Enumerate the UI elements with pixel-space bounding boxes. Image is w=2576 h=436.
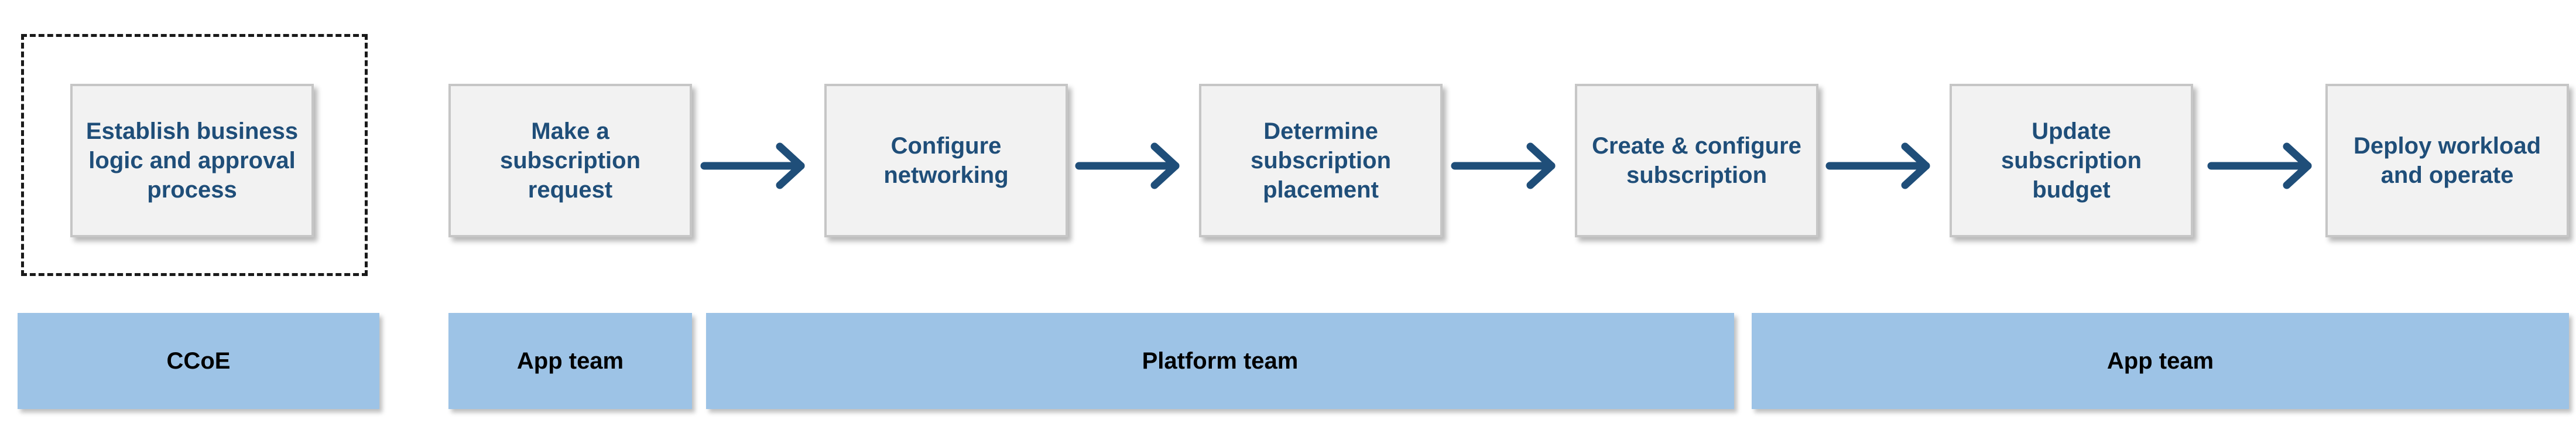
lane-label: App team <box>2106 348 2214 374</box>
lane-ccoe: CCoE <box>18 313 379 409</box>
lane-label: App team <box>516 348 624 374</box>
lane-label: CCoE <box>166 348 231 374</box>
step-determine-subscription-placement: Determine subscription placement <box>1199 84 1443 237</box>
arrow-right-icon <box>2207 142 2312 189</box>
step-establish-business-logic: Establish business logic and approval pr… <box>70 84 314 237</box>
step-update-subscription-budget: Update subscription budget <box>1950 84 2193 237</box>
step-label: Deploy workload and operate <box>2353 133 2541 188</box>
step-label: Configure networking <box>883 133 1009 188</box>
step-label: Update subscription budget <box>2000 118 2142 203</box>
step-configure-networking: Configure networking <box>824 84 1068 237</box>
lane-platform-team: Platform team <box>706 313 1734 409</box>
arrow-right-icon <box>1825 142 1930 189</box>
lane-label: Platform team <box>1142 348 1299 374</box>
step-deploy-workload-operate: Deploy workload and operate <box>2325 84 2569 237</box>
lane-app-team-request: App team <box>448 313 692 409</box>
arrow-right-icon <box>700 142 805 189</box>
lane-app-team-operate: App team <box>1752 313 2569 409</box>
step-label: Determine subscription placement <box>1250 118 1392 203</box>
step-label: Establish business logic and approval pr… <box>85 118 299 203</box>
arrow-right-icon <box>1075 142 1180 189</box>
ccoe-step-dashed-frame <box>21 34 368 276</box>
step-label: Make a subscription request <box>499 118 641 203</box>
step-label: Create & configure subscription <box>1592 133 1801 188</box>
step-create-configure-subscription: Create & configure subscription <box>1575 84 1818 237</box>
arrow-right-icon <box>1451 142 1556 189</box>
step-make-subscription-request: Make a subscription request <box>448 84 692 237</box>
